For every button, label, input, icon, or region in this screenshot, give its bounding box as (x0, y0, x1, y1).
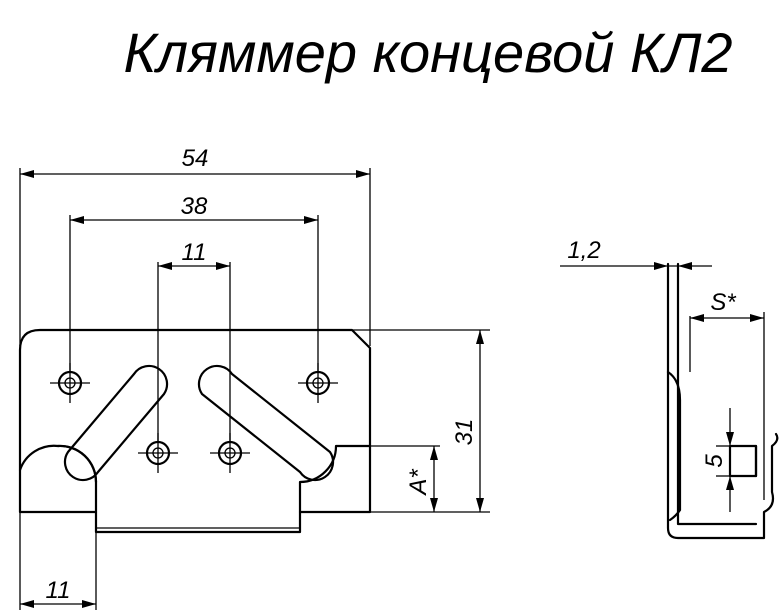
dimension-11-top-label: 11 (182, 239, 207, 266)
dimension-31-label: 31 (451, 419, 478, 446)
bottom-notch (94, 510, 302, 534)
dimension-a: A* (405, 446, 438, 512)
dimension-thickness-label: 1,2 (567, 237, 600, 264)
dimension-s: S* (689, 289, 765, 500)
left-slot (63, 364, 169, 482)
dimension-11-bottom-label: 11 (46, 577, 71, 604)
right-slot (197, 364, 335, 482)
dimension-11-top: 11 (158, 239, 230, 270)
side-profile (666, 262, 779, 540)
dimension-54-label: 54 (182, 145, 209, 172)
side-view: 1,2 S* 5 (560, 237, 779, 540)
dimension-54: 54 (20, 145, 370, 178)
left-foot (18, 444, 98, 484)
dimension-38-label: 38 (181, 193, 208, 220)
dimension-38: 38 (70, 193, 318, 224)
dimension-31: 31 (451, 330, 484, 512)
dimension-5: 5 (701, 408, 734, 512)
dimension-11-bottom: 11 (20, 577, 96, 608)
dimension-s-label: S* (710, 289, 736, 316)
side-slot (728, 444, 758, 478)
dimension-a-label: A* (405, 469, 432, 497)
dimension-5-label: 5 (701, 454, 728, 468)
drawing-title: Кляммер концевой КЛ2 (123, 21, 732, 84)
dimension-thickness: 1,2 (560, 237, 712, 270)
front-view: 54 38 11 31 A* (18, 145, 490, 610)
